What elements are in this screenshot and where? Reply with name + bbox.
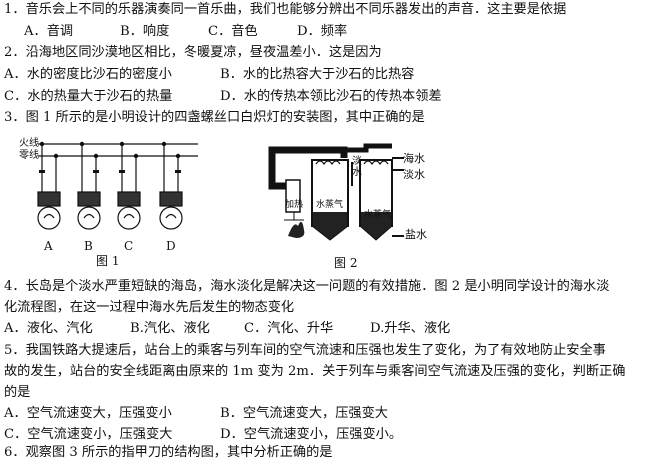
q4-stem-line-1: 4．长岛是个淡水严重短缺的海岛，海水淡化是解决这一问题的有效措施．图 2 是小明… (4, 279, 610, 294)
figure-1-lamp-label-c: C (124, 239, 134, 253)
figure-1-live-wire-label: 火线 (19, 138, 39, 149)
q1-option-a: A．音调 (24, 24, 74, 39)
figure-2-freshwater-vertical-label: 淡水 (352, 156, 362, 178)
figure-1-lamp-label-a: A (44, 239, 53, 253)
q4-stem-line-2: 化流程图，在这一过程中海水先后发生的物态变化 (4, 300, 295, 315)
q4-option-b: B.汽化、液化 (130, 321, 210, 336)
q4-option-a: A．液化、汽化 (4, 321, 93, 336)
q5-option-d: D．空气流速变小，压强变小。 (220, 427, 403, 442)
q3-stem: 3．图 1 所示的是小明设计的四盏螺丝口白炽灯的安装图，其中正确的是 (4, 110, 425, 125)
q2-option-d: D．水的传热本领比沙石的传热本领差 (220, 89, 442, 104)
figure-2-caption: 图 2 (334, 256, 358, 270)
q2-option-b: B．水的比热容大于沙石的比热容 (220, 67, 415, 82)
q1-option-c: C．音色 (208, 24, 258, 39)
q5-option-c: C．空气流速变小，压强变大 (4, 427, 173, 442)
q4-option-d: D.升华、液化 (370, 321, 451, 336)
q1-option-b: B．响度 (120, 24, 170, 39)
figure-2-heater-label: 加热 (285, 200, 304, 210)
q2-option-a: A．水的密度比沙石的密度小 (4, 67, 172, 82)
figure-2-salt-water-label: 盐水 (405, 228, 427, 241)
figure-2-seawater-label: 海水 (403, 152, 425, 165)
q5-stem-line-1: 5．我国铁路大提速后，站台上的乘客与列车间的空气流速和压强也发生了变化，为了有效… (4, 343, 606, 358)
figure-2-steam-label-1: 水蒸气 (316, 200, 344, 210)
figure-1-neutral-wire-label: 零线 (19, 150, 39, 161)
figure-1-lamp-label-d: D (166, 239, 176, 253)
figure-2-desalination-diagram (268, 143, 404, 241)
q5-option-a: A．空气流速变大，压强变小 (4, 406, 172, 421)
q2-stem: 2．沿海地区同沙漠地区相比，冬暖夏凉，昼夜温差小．这是因为 (4, 45, 382, 60)
q5-stem-line-3: 的是 (4, 385, 31, 400)
figure-2-steam-label-2: 水蒸气 (364, 210, 392, 220)
q5-option-b: B．空气流速变大，压强变大 (220, 406, 388, 421)
figure-1-lamp-wiring (37, 141, 198, 230)
figure-1-lamp-label-b: B (84, 239, 93, 253)
q1-option-d: D．频率 (297, 24, 348, 39)
figure-1-caption: 图 1 (96, 254, 120, 268)
q2-option-c: C．水的热量大于沙石的热量 (4, 89, 173, 104)
q1-stem: 1．音乐会上不同的乐器演奏同一首乐曲，我们也能够分辨出不同乐器发出的声音．这主要… (4, 2, 567, 17)
q4-option-c: C．汽化、升华 (244, 321, 334, 336)
q5-stem-line-2: 故的发生，站台的安全线距离由原来的 1m 变为 2m．关于列车与乘客间空气流速及… (4, 364, 626, 379)
figure-2-freshwater-label: 淡水 (403, 168, 425, 181)
q6-stem: 6．观察图 3 所示的指甲刀的结构图，其中分析正确的是 (4, 445, 333, 460)
